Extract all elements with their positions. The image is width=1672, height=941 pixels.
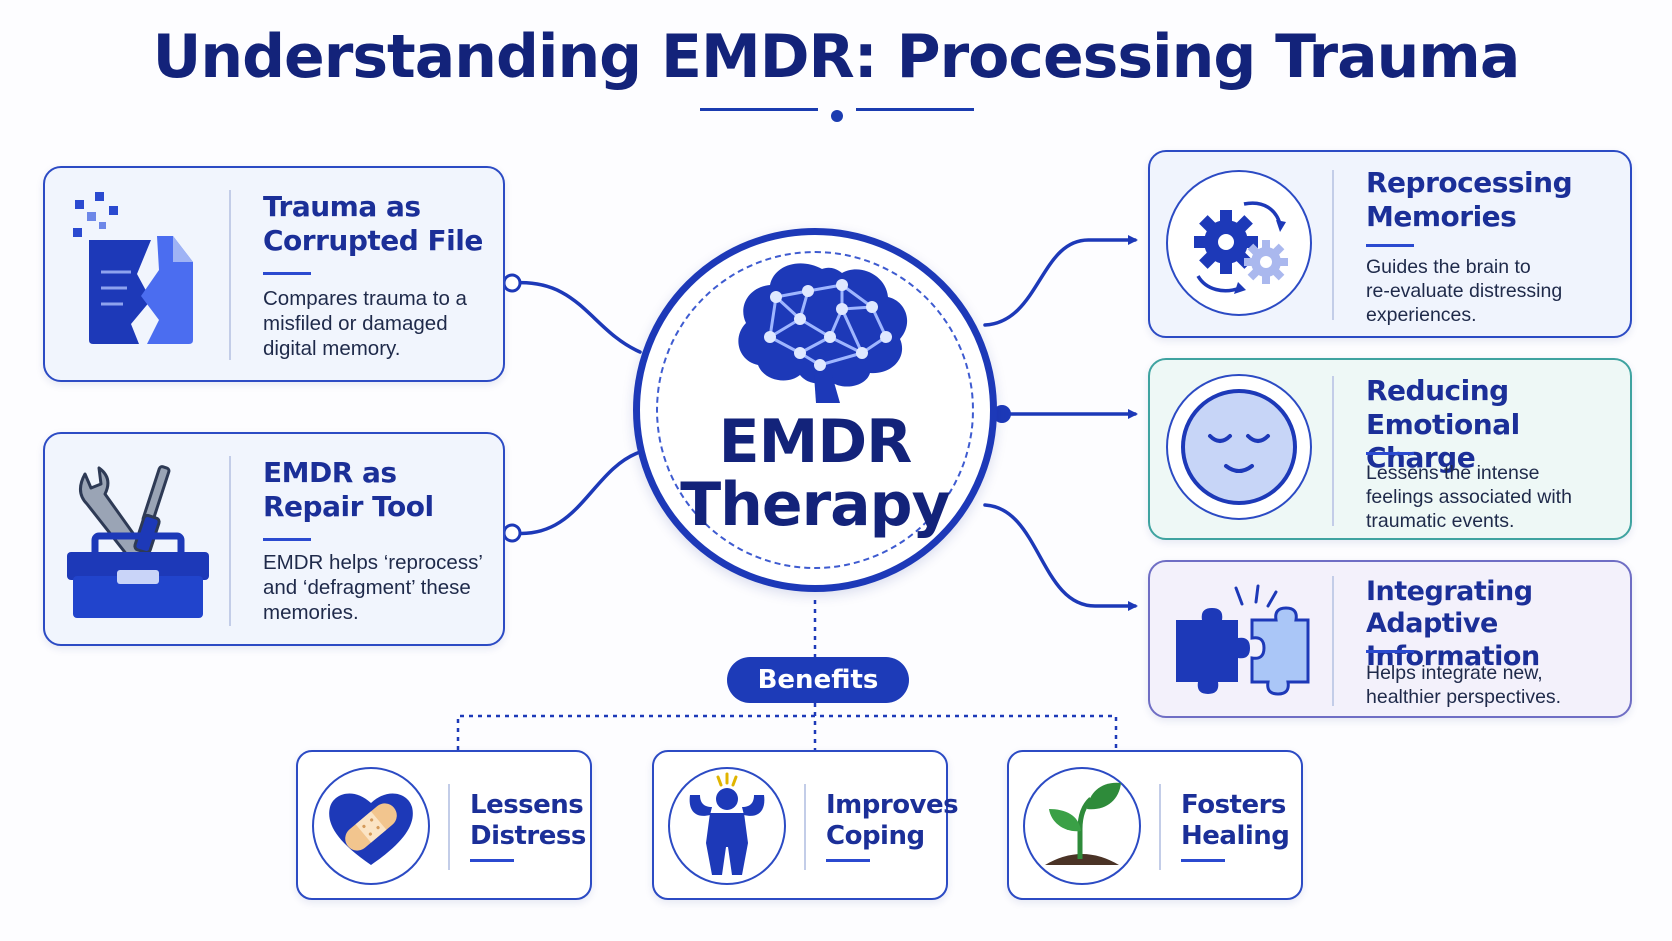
gears-cycle-icon (1166, 170, 1312, 316)
connector-right-1 (983, 235, 1138, 327)
benefits-label: Benefits (727, 657, 909, 703)
card-title: Integrating Adaptive Information (1366, 576, 1540, 672)
card-description: Guides the brain to re-evaluate distress… (1366, 256, 1563, 326)
connector-left-2 (510, 450, 642, 536)
strong-person-icon (668, 767, 786, 885)
brain-network-icon (730, 257, 914, 407)
card-reprocessing-memories[interactable]: Reprocessing Memories Guides the brain t… (1148, 150, 1632, 338)
card-title: Reducing Emotional Charge (1366, 374, 1520, 475)
calm-face-icon (1166, 374, 1312, 520)
connector-left-1 (510, 281, 642, 354)
card-description: EMDR helps ‘reprocess’ and ‘defragment’ … (263, 551, 483, 624)
benefit-title: Improves Coping (826, 790, 959, 851)
benefit-improves-coping[interactable]: Improves Coping (652, 750, 959, 900)
connector-right-3 (983, 503, 1138, 611)
title-rule-left (700, 108, 818, 111)
benefit-lessens-distress[interactable]: Lessens Distress (296, 750, 592, 900)
connector-benefits-branch (456, 703, 1118, 750)
card-corrupted-file[interactable]: Trauma as Corrupted File Compares trauma… (43, 166, 505, 382)
hub-emdr-therapy[interactable]: EMDR Therapy (633, 228, 997, 592)
card-integrating-adaptive-information[interactable]: Integrating Adaptive Information Helps i… (1148, 560, 1632, 718)
benefit-title: Fosters Healing (1181, 790, 1290, 851)
hub-title: EMDR Therapy (680, 407, 950, 540)
card-description: Compares trauma to a misfiled or damaged… (263, 287, 467, 360)
card-reducing-emotional-charge[interactable]: Reducing Emotional Charge Lessens the in… (1148, 358, 1632, 540)
benefit-title: Lessens Distress (470, 790, 586, 851)
card-description: Helps integrate new, healthier perspecti… (1366, 662, 1562, 708)
title-rule-right (856, 108, 974, 111)
card-title: Reprocessing Memories (1366, 166, 1573, 233)
card-title: Trauma as Corrupted File (263, 190, 483, 257)
benefit-fosters-healing[interactable]: Fosters Healing (1007, 750, 1303, 900)
card-description: Lessens the intense feelings associated … (1366, 462, 1572, 532)
card-title: EMDR as Repair Tool (263, 456, 434, 523)
toolbox-icon (65, 462, 211, 618)
corrupted-file-icon (73, 192, 203, 352)
title-dot (831, 110, 843, 122)
card-repair-tool[interactable]: EMDR as Repair Tool EMDR helps ‘reproces… (43, 432, 505, 646)
bandaged-heart-icon (312, 767, 430, 885)
sprout-icon (1023, 767, 1141, 885)
page-title: Understanding EMDR: Processing Trauma (152, 22, 1521, 92)
puzzle-pieces-icon (1172, 582, 1312, 702)
